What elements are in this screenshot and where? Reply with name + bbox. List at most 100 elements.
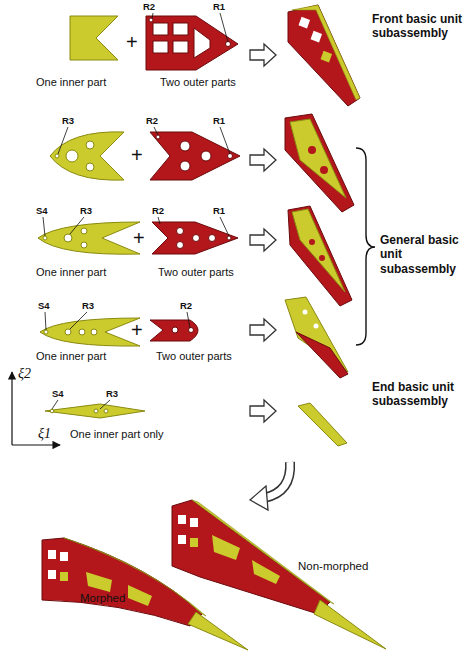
part-caption: Two outer parts (158, 266, 234, 279)
wing-assembly (42, 538, 202, 626)
leader-line (43, 217, 45, 236)
callout-label: R2 (146, 116, 158, 127)
wing-inner (252, 560, 280, 584)
pin-hole (156, 135, 160, 139)
outer-part (146, 16, 238, 70)
part-hole (81, 242, 87, 248)
part-hole (190, 518, 198, 527)
callout-label: R1 (213, 2, 225, 13)
block-arrow (250, 229, 276, 251)
part-caption: One inner part only (70, 428, 164, 441)
plus-sign: + (131, 145, 143, 165)
inner-part (40, 318, 140, 346)
leader-line (70, 217, 84, 234)
assembly-inner (290, 119, 346, 198)
part-hole (153, 41, 168, 53)
part-hole (60, 552, 68, 561)
callout-label: R3 (62, 116, 74, 127)
pin-hole (227, 236, 231, 240)
part-hole (314, 324, 319, 329)
part-hole (91, 329, 97, 335)
plus-sign: + (131, 320, 143, 340)
callout-label: R1 (213, 116, 225, 127)
part-hole (178, 515, 186, 524)
leader-line (154, 127, 158, 135)
inner-part (45, 404, 145, 418)
wing-inner (128, 585, 152, 606)
part-hole (209, 235, 216, 242)
pin-hole (55, 154, 59, 158)
part-hole (66, 150, 78, 162)
part-hole (309, 239, 315, 245)
assembly (285, 114, 354, 212)
assembly-inner (292, 209, 345, 292)
part-hole (321, 51, 333, 63)
assembly-label: Morphed (80, 592, 125, 605)
leader-line (220, 217, 229, 236)
part-hole (173, 41, 188, 53)
axis-label: ξ1 (38, 426, 51, 442)
part-hole (48, 570, 56, 579)
pin-hole (189, 328, 194, 333)
leader-line (45, 312, 46, 330)
axis-label: ξ2 (18, 366, 31, 382)
part-hole (190, 538, 198, 547)
outer-part (152, 222, 238, 254)
block-arrow (250, 44, 276, 66)
assembly (298, 403, 347, 446)
callout-label: R1 (213, 206, 225, 217)
leader-line (152, 13, 153, 19)
part-hole (86, 141, 94, 149)
part-hole (299, 17, 311, 29)
wing-edge (64, 538, 206, 616)
wing-tip (314, 600, 386, 649)
part-hole (319, 255, 325, 261)
part-caption: One inner part (36, 350, 106, 363)
block-arrow (250, 149, 276, 171)
wing-edge (192, 500, 334, 604)
curved-arrow (264, 462, 290, 498)
callout-label: R3 (82, 301, 94, 312)
block-arrow (250, 400, 276, 422)
part-hole (180, 161, 190, 171)
callout-label: S4 (36, 206, 48, 217)
part-hole (153, 23, 168, 35)
inner-part (38, 222, 140, 254)
pin-hole (44, 330, 48, 334)
part-hole (172, 327, 178, 333)
callout-label: R2 (143, 2, 155, 13)
callout-label: R3 (80, 206, 92, 217)
pin-hole (226, 42, 231, 47)
callout-label: R2 (180, 301, 192, 312)
leader-line (187, 312, 190, 328)
pin-hole (228, 154, 233, 159)
part-caption: One inner part (36, 266, 106, 279)
part-hole (177, 242, 184, 249)
subassembly-title: End basic unit subassembly (372, 380, 470, 409)
part-hole (81, 228, 87, 234)
part-hole (65, 329, 71, 335)
axis-line (11, 372, 12, 445)
leader-line (70, 312, 87, 329)
callout-label: R3 (106, 389, 118, 400)
wing-inner (86, 572, 112, 592)
inner-part (50, 132, 124, 180)
pin-hole (43, 236, 47, 240)
outer-part (150, 132, 240, 180)
part-hole (64, 234, 72, 242)
leader-line (58, 127, 68, 154)
part-hole (320, 166, 328, 174)
callout-label: S4 (52, 389, 64, 400)
part-hole (311, 31, 323, 43)
curved-arrow (264, 462, 290, 498)
part-hole (177, 228, 184, 235)
wing-assembly (172, 500, 330, 614)
part-hole (201, 151, 211, 161)
outer-part (150, 320, 198, 341)
assembly-edge (292, 5, 360, 100)
curved-arrow-head (250, 486, 268, 510)
leader-line (52, 400, 58, 409)
leader-line (220, 127, 230, 154)
